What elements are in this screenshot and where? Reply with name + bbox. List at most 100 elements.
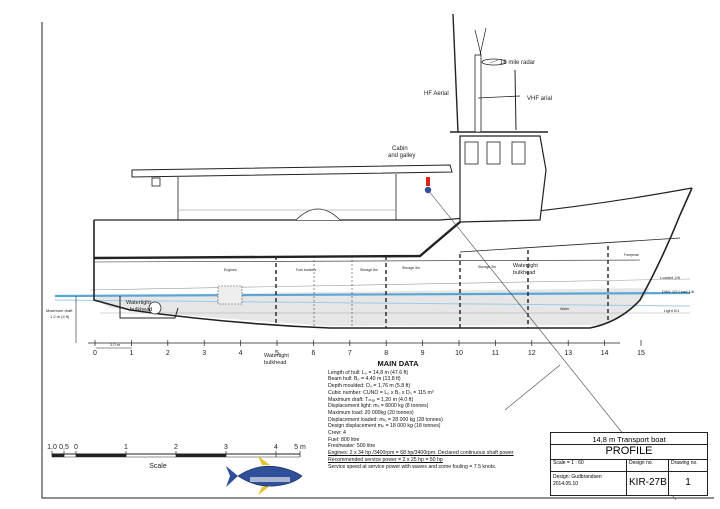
- scale-tick-label-4: 2: [174, 444, 178, 451]
- main-data-panel: MAIN DATA Length of hull: L₀ = 14,8 m (4…: [328, 359, 568, 471]
- fish-fin-bottom: [258, 486, 270, 495]
- mast-spar: [477, 95, 521, 99]
- scale-bar-segment-2: [76, 454, 126, 457]
- sheer-line: [94, 187, 693, 221]
- tb-drawing-no: 1: [685, 477, 691, 488]
- wheelhouse: [459, 135, 547, 223]
- tb-design-by: Design: Gudbrandsen: [553, 474, 602, 480]
- station-label-6: 6: [311, 350, 315, 357]
- main-data-line: Service speed at service power with wave…: [328, 463, 497, 470]
- skeg: [119, 296, 179, 319]
- inner-hull-line: [93, 259, 641, 263]
- deck-hatch: [295, 208, 341, 221]
- tb-drawing-row: PROFILE: [551, 444, 707, 460]
- station-ticks: [94, 340, 642, 346]
- scale-tick-label-0: 1,0: [47, 444, 57, 451]
- cabin-label: Cabin: [392, 146, 408, 152]
- tb-drawing: PROFILE: [605, 445, 653, 457]
- tb-values-row: Design: Gudbrandsen 2014.05.10 KIR-27B 1: [551, 471, 707, 495]
- gunwale-line: [93, 221, 461, 260]
- propeller: [148, 301, 162, 315]
- bulkhead-aft-label-1: Watertight: [126, 300, 151, 306]
- light-wl-label: Light 0/1: [664, 308, 680, 313]
- wheelhouse-window-1: [464, 141, 479, 165]
- awning-roof: [131, 164, 453, 178]
- mast: [474, 54, 482, 133]
- chine-line: [459, 237, 681, 253]
- compartment-water: Water: [560, 307, 570, 311]
- station-label-7: 7: [348, 350, 352, 357]
- station-label-2: 2: [166, 350, 170, 357]
- leader-line-2: [504, 364, 561, 411]
- scale-tick-label-6: 4: [274, 444, 278, 451]
- tuna-fish-image: [226, 456, 303, 495]
- radar-dome: [481, 58, 507, 66]
- stern-dim-label: 1.0 m: [110, 342, 121, 347]
- station-label-15: 15: [637, 350, 645, 357]
- compartment-forepeak: Forepeak: [624, 253, 639, 257]
- tb-labels-row: Scale = 1 : 60 Design no. Drawing no.: [551, 459, 707, 472]
- leader-radar: [489, 59, 499, 64]
- loaded-waterline: [89, 278, 691, 291]
- station-label-9: 9: [421, 350, 425, 357]
- main-data-line: Displacement light: mₗᵢ = 8000 kg (8 ton…: [328, 403, 429, 410]
- station-label-10: 10: [455, 350, 463, 357]
- main-data-line: Beam hull: B₀ = 4,40 m (13,8 ft): [328, 376, 401, 383]
- main-data-lines: Length of hull: L₀ = 14,8 m (47.6 ft)Bea…: [328, 370, 568, 471]
- scale-label: Scale: [149, 463, 167, 470]
- main-data-line: Cubic number: CUNO = L₀ x B₀ x D₀ = 115 …: [328, 389, 434, 396]
- tb-date: 2014.05.10: [553, 481, 579, 487]
- scale-bar-segment-3: [176, 454, 226, 457]
- hull-outline: [93, 187, 693, 329]
- tb-design-no: KIR-27B: [627, 471, 669, 495]
- antenna-1: [479, 27, 487, 56]
- station-label-4: 4: [239, 350, 243, 357]
- station-label-0: 0: [93, 350, 97, 357]
- wheelhouse-window-2: [486, 141, 501, 165]
- lamp-red: [426, 177, 430, 186]
- main-data-line: Design displacement mₚ = 18 000 kg (18 t…: [328, 423, 441, 430]
- station-label-8: 8: [384, 350, 388, 357]
- station-label-11: 11: [492, 350, 499, 357]
- station-label-3: 3: [202, 350, 206, 357]
- fish-body: [237, 465, 303, 487]
- compartment-storage-5: Storage 5m: [402, 266, 420, 270]
- scale-tick-label-1: 0,5: [59, 444, 69, 451]
- tb-design-no-label: Design no.: [627, 459, 669, 471]
- tb-scale: Scale = 1 : 60: [551, 459, 627, 471]
- tb-drawing-no-label: Drawing no.: [671, 460, 698, 466]
- scale-tick-label-5: 3: [224, 444, 228, 451]
- main-data-line: Displacement loaded: mₗₒ = 28 000 kg (28…: [328, 416, 443, 423]
- station-label-13: 13: [564, 350, 572, 357]
- lamp: [151, 177, 161, 187]
- station-label-14: 14: [601, 350, 609, 357]
- vhf-aerial-rod: [514, 69, 517, 131]
- galley-label: and galley: [388, 153, 415, 159]
- fish-belly: [250, 477, 290, 482]
- max-draft-label-2: 1.2 m (4 ft): [50, 314, 70, 319]
- main-data-line: Depth moulded: D₀ = 1,76 m (5.8 ft): [328, 383, 411, 390]
- hf-aerial-rod: [452, 13, 459, 133]
- main-data-line: Fuel: 800 litre: [328, 436, 360, 443]
- compartment-engines: Engines: [224, 268, 237, 272]
- max-draft-label-1: Maximum draft: [46, 308, 73, 313]
- main-data-line: Recommended service power = 2 x 25 hp = …: [328, 456, 443, 463]
- tb-project-row: 14,8 m Transport boat: [551, 433, 707, 445]
- main-data-line: Maximum draft: Tₘₐₓ = 1,20 m (4.0 ft): [328, 396, 414, 403]
- scale-bar-segment-1: [52, 454, 64, 457]
- fish-fin-top: [258, 456, 270, 465]
- scale-tick-label-3: 1: [124, 444, 128, 451]
- radar-label: 16 mile radar: [500, 60, 535, 66]
- bulkhead-aft-label-2: bulkhead: [130, 307, 152, 313]
- compartment-storage-3: Storage 3m: [478, 265, 496, 269]
- scale-tick-label-7: 5 m: [294, 444, 306, 451]
- main-data-line: Length of hull: L₀ = 14,8 m (47.6 ft): [328, 369, 409, 376]
- scale-tick-label-2: 0: [74, 444, 78, 451]
- bulkhead-bottom-label-2: bulkhead: [264, 360, 286, 366]
- compartment-fuel: Fuel bunkers: [296, 268, 316, 272]
- loaded-wl-label: Loaded 2/6: [660, 275, 681, 280]
- main-data-title: MAIN DATA: [377, 359, 419, 368]
